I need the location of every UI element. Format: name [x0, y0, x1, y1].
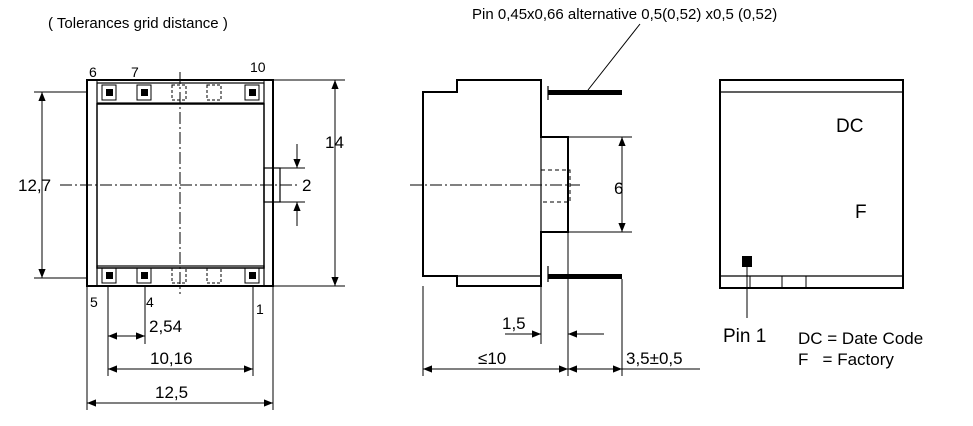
side-notch [263, 167, 281, 203]
dim-gap [280, 144, 305, 226]
pin-7 [141, 89, 148, 96]
dim-pin-length-label: 3,5±0,5 [626, 349, 683, 368]
dim-extension-lines [86, 286, 274, 410]
dim-length-label: ≤10 [478, 349, 506, 368]
legend-dc: DC = Date Code [798, 329, 923, 348]
pin-label-7: 7 [131, 64, 139, 80]
label-view-body [719, 79, 904, 289]
side-pin-top [548, 90, 622, 95]
dim-slot-label: 6 [614, 179, 623, 198]
pin-4 [141, 272, 148, 279]
dim-pitch-label: 2,54 [149, 317, 182, 336]
pin-row-bottom [96, 265, 265, 287]
pin-1 [249, 272, 256, 279]
legend-f: F = Factory [798, 350, 894, 369]
dim-slot [568, 136, 632, 233]
marking-f: F [855, 202, 867, 223]
pin-note-leader [587, 23, 641, 91]
dim-gap-label: 2 [302, 176, 311, 195]
side-view: Pin 0,45x0,66 alternative 0,5(0,52) x0,5… [410, 6, 777, 376]
pins-bottom [106, 272, 256, 279]
hidden-feature [540, 169, 571, 203]
pin-label-10: 10 [250, 59, 266, 75]
dim-offset-label: 1,5 [502, 314, 526, 333]
side-view-body [422, 79, 569, 287]
dim-height-body [34, 91, 87, 279]
dim-height-total [273, 79, 345, 287]
label-view: DC F Pin 1 DC = Date Code F = Factory [719, 79, 923, 369]
side-extension-lines [422, 232, 623, 376]
pin-5 [106, 272, 113, 279]
dim-height-body-label: 12,7 [18, 176, 51, 195]
side-pin-bottom [548, 274, 622, 279]
dim-height-total-label: 14 [325, 133, 344, 152]
pin-grid-bottom [101, 267, 260, 284]
pin-label-5: 5 [90, 294, 98, 310]
pin-label-4: 4 [146, 294, 154, 310]
pin-6 [106, 89, 113, 96]
dim-width-label: 12,5 [155, 383, 188, 402]
pin-label-6: 6 [89, 64, 97, 80]
pin-label-1: 1 [256, 301, 264, 317]
top-view: ( Tolerances grid distance ) [18, 15, 345, 410]
pin1-marker [742, 256, 752, 267]
marking-dc: DC [836, 116, 863, 137]
pin-grid-top [101, 84, 260, 101]
dim-span-label: 10,16 [150, 349, 193, 368]
tolerance-note: ( Tolerances grid distance ) [48, 15, 228, 32]
pin-note: Pin 0,45x0,66 alternative 0,5(0,52) x0,5… [472, 6, 777, 23]
pin-10 [249, 89, 256, 96]
pins-top [106, 89, 256, 96]
pin1-label: Pin 1 [723, 326, 766, 347]
